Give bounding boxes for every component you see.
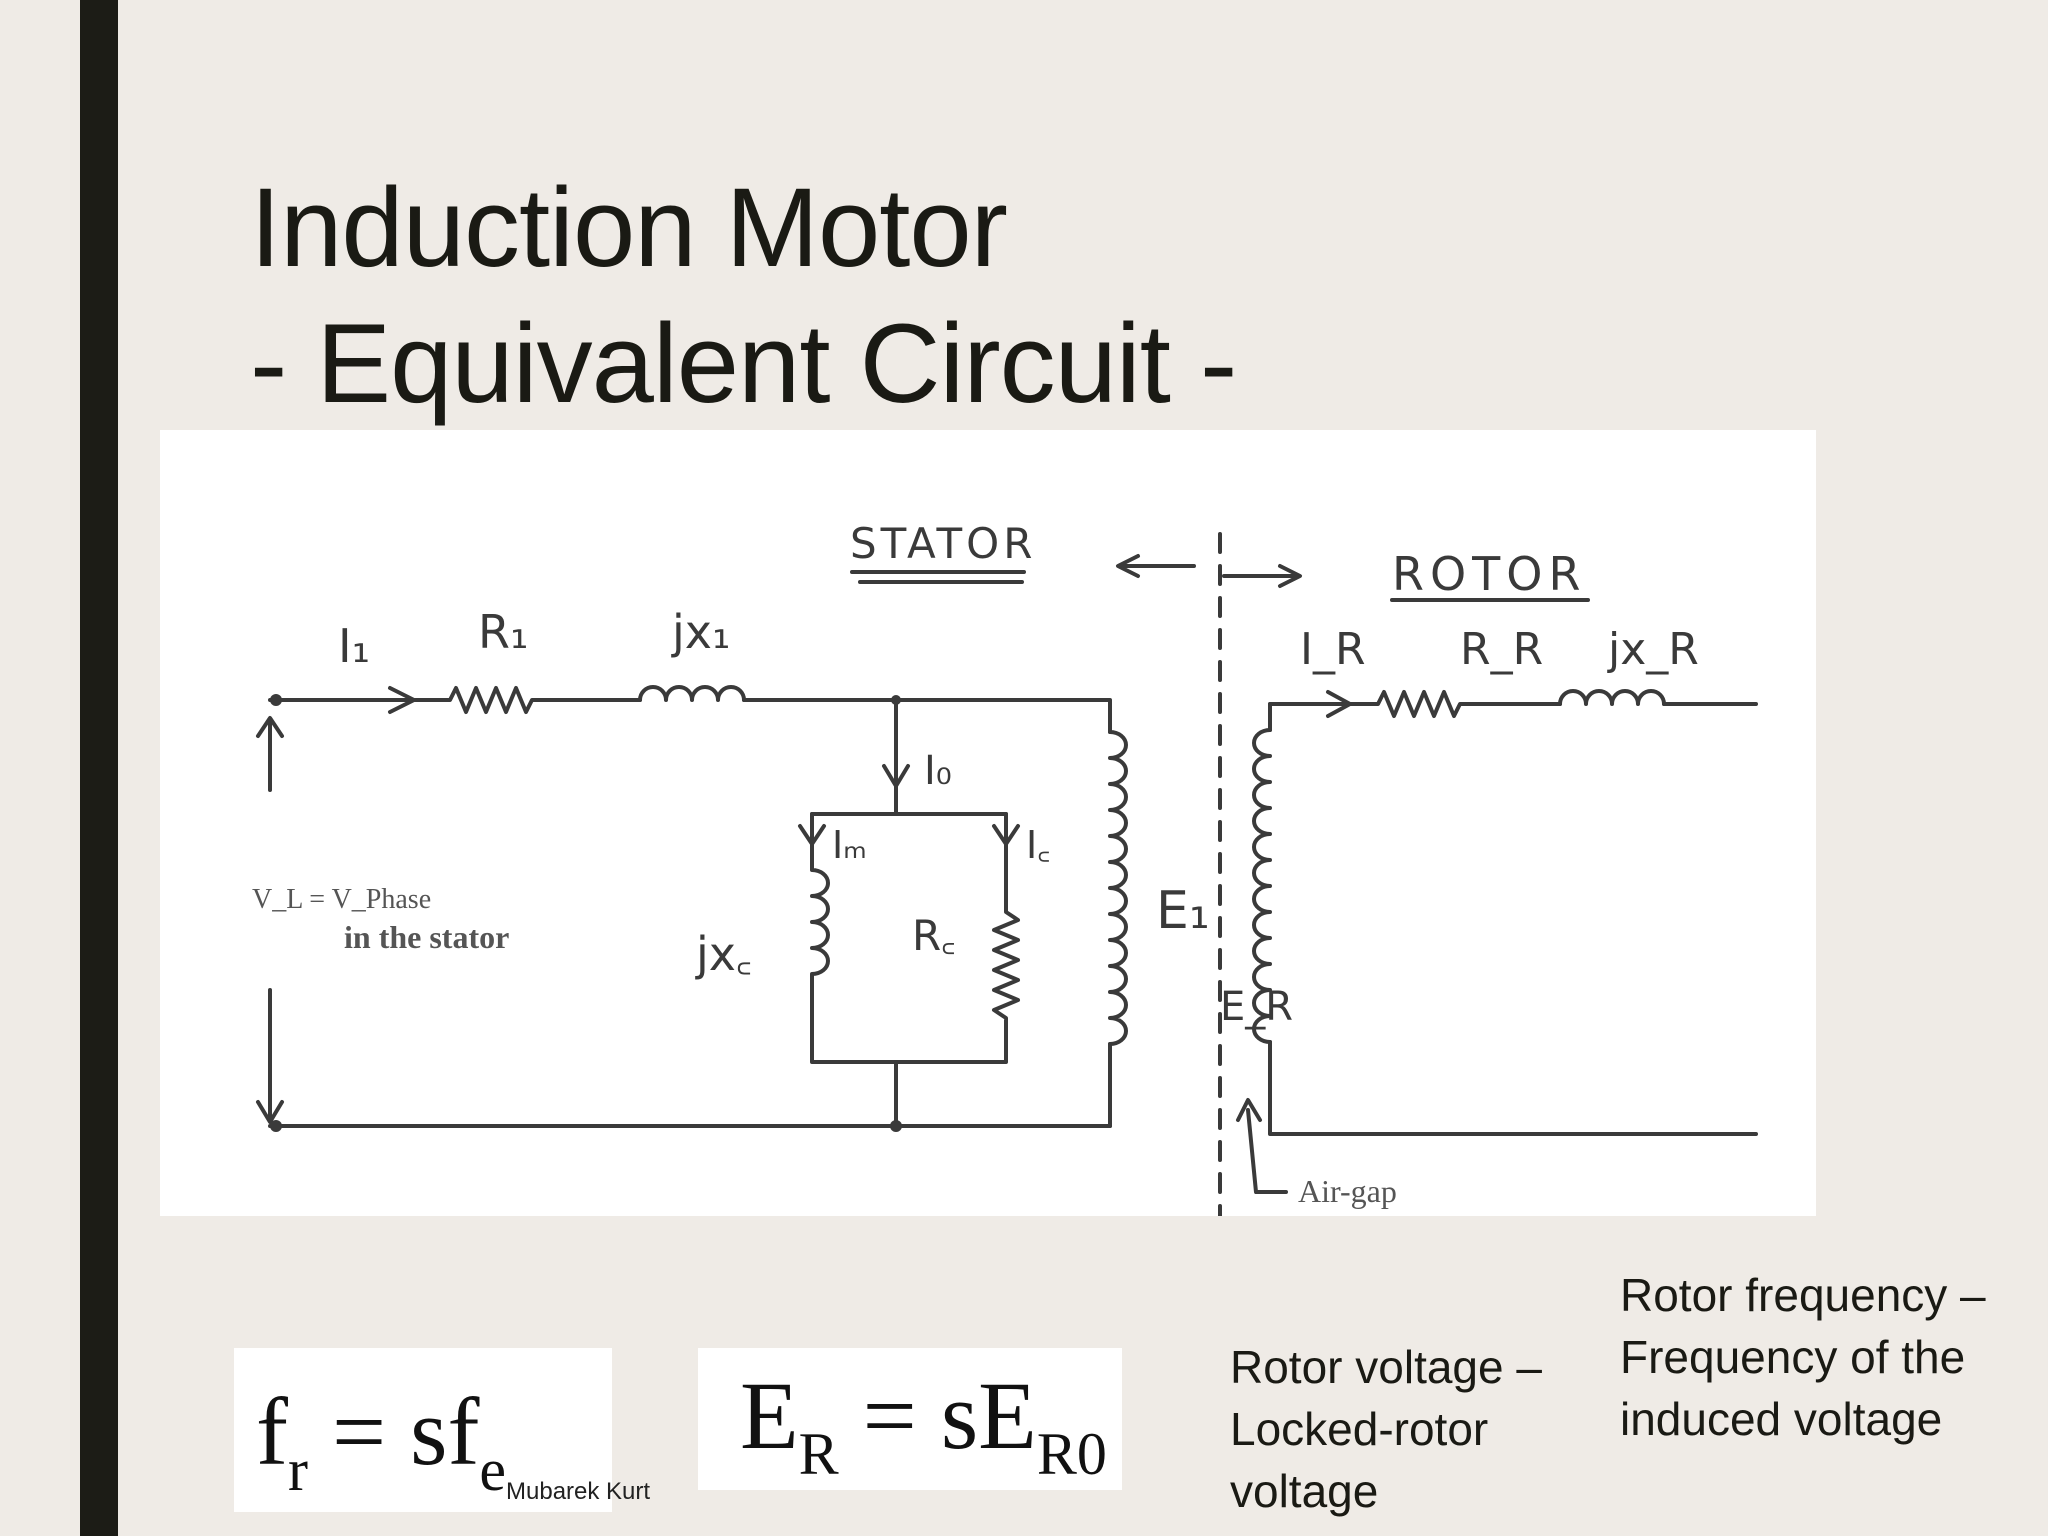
jx1-label: jx₁ [671, 605, 730, 659]
magnetizing-branch [810, 812, 1020, 1064]
frequency-note-line-3: induced voltage [1620, 1393, 1943, 1445]
rotor-winding-lead-bottom [1268, 1040, 1758, 1136]
stator-winding-e1 [1108, 730, 1128, 1046]
f1-subscript: r [287, 1437, 308, 1503]
airgap-pointer [1236, 1098, 1288, 1194]
i1-arrow [388, 686, 416, 714]
voltage-note-line-3: voltage [1230, 1465, 1379, 1517]
author-credit: Mubarek Kurt [506, 1478, 651, 1505]
i0-label: I₀ [924, 748, 952, 794]
rotor-voltage-formula: ER = sER0 [698, 1348, 1122, 1490]
frequency-note-line-1: Rotor frequency – [1620, 1269, 1986, 1321]
node-left-top [270, 694, 282, 706]
arrow-left [1116, 554, 1196, 578]
frequency-note-line-2: Frequency of the [1620, 1331, 1966, 1383]
rotor-label: ROTOR [1392, 547, 1586, 601]
rotor-winding [1252, 728, 1272, 1044]
im-label: Iₘ [832, 823, 867, 867]
voltage-note-line-1: Rotor voltage – [1230, 1341, 1542, 1393]
ir-label: I_R [1300, 624, 1366, 675]
voltage-arrow-down [256, 988, 284, 1124]
slide-accent-bar [80, 0, 118, 1536]
er-label: E_R [1220, 984, 1293, 1030]
ic-arrow [992, 824, 1020, 846]
node-shunt-top [891, 695, 901, 705]
stator-label: STATOR [850, 519, 1036, 568]
rotor-frequency-note: Rotor frequency – Frequency of the induc… [1620, 1264, 1986, 1450]
equivalent-circuit-diagram: STATOR ROTOR I₁ R₁ jx₁ I₀ Iₘ I꜀ jx꜀ R꜀ E… [160, 430, 1816, 1216]
node-left-bottom [270, 1120, 282, 1132]
f1-subscript-2: e [479, 1437, 507, 1503]
stator-top-wire-2 [742, 698, 1112, 734]
rotor-top-wire [1268, 690, 1562, 718]
stator-top-wire [268, 686, 642, 714]
i1-label: I₁ [338, 619, 370, 673]
ir-arrow [1326, 690, 1352, 718]
arrow-right [1222, 564, 1302, 588]
node-shunt-bottom [890, 1120, 902, 1132]
voltage-note-line-2: Locked-rotor [1230, 1403, 1489, 1455]
f2-subscript-2: R0 [1036, 1421, 1107, 1487]
rotor-frequency-formula: fr = sfe [234, 1348, 612, 1512]
inductor-xr [1558, 689, 1666, 706]
ic-label: I꜀ [1026, 823, 1050, 867]
slide-title: Induction Motor - Equivalent Circuit - [250, 160, 1237, 432]
formula-fr-text: fr = sfe [256, 1384, 506, 1504]
title-line-2: - Equivalent Circuit - [250, 301, 1237, 426]
stator-underline [850, 570, 1026, 584]
stator-note: in the stator [344, 919, 509, 955]
circuit-svg: STATOR ROTOR I₁ R₁ jx₁ I₀ Iₘ I꜀ jx꜀ R꜀ E… [252, 519, 1758, 1216]
e1-label: E₁ [1156, 881, 1210, 941]
im-arrow [798, 824, 826, 846]
jxc-label: jx꜀ [695, 927, 752, 981]
rotor-voltage-note: Rotor voltage – Locked-rotor voltage [1230, 1336, 1542, 1522]
voltage-note: V_L = V_Phase [252, 884, 431, 915]
i0-arrow [882, 764, 910, 788]
airgap-label: Air-gap [1298, 1173, 1397, 1209]
f1-symbol: f [256, 1378, 288, 1485]
f1-equals: = sf [307, 1378, 480, 1485]
title-line-1: Induction Motor [250, 165, 1008, 290]
voltage-arrow-up [256, 716, 284, 792]
f2-symbol: E [740, 1362, 799, 1469]
r1-label: R₁ [478, 605, 528, 659]
f2-subscript: R [798, 1421, 839, 1487]
rr-label: R_R [1460, 624, 1543, 675]
f2-equals: = sE [838, 1362, 1037, 1469]
rc-label: R꜀ [912, 911, 956, 960]
inductor-x1 [638, 685, 746, 702]
formula-er-text: ER = sER0 [740, 1368, 1107, 1488]
jxr-label: jx_R [1607, 624, 1699, 675]
